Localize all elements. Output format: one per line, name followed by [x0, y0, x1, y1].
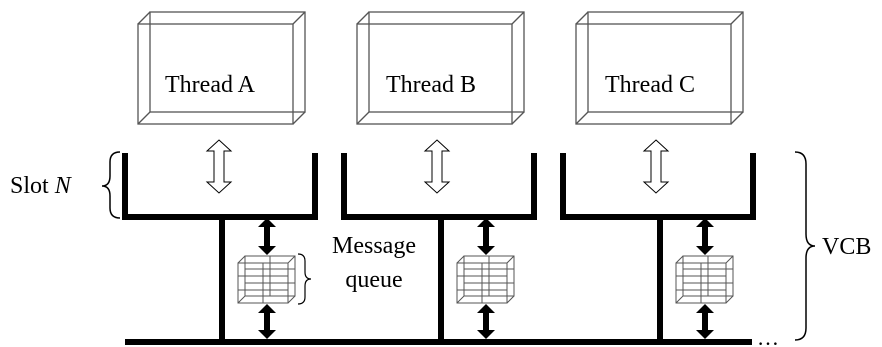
solid-arrow-a-lower — [258, 304, 276, 339]
message-queue-label-line1: Message — [332, 233, 416, 259]
thread-box-c: Thread C — [575, 11, 744, 125]
message-queue-b — [456, 255, 515, 304]
message-queue-c — [675, 255, 734, 304]
message-queue-a — [237, 255, 296, 304]
vcb-brace — [794, 151, 816, 341]
hollow-double-arrow-b — [423, 139, 451, 194]
thread-box-b: Thread B — [356, 11, 525, 125]
slot-label-var: N — [54, 173, 73, 199]
slot-label-prefix: Slot — [10, 173, 55, 199]
thread-a-label: Thread A — [165, 72, 256, 98]
solid-arrow-c-upper — [696, 218, 714, 255]
vcb-label: VCB — [822, 234, 871, 260]
thread-b-label: Thread B — [386, 72, 476, 98]
solid-arrow-c-lower — [696, 304, 714, 339]
solid-arrow-a-upper — [258, 218, 276, 255]
thread-c-label: Thread C — [605, 72, 695, 98]
ellipsis: … — [757, 325, 779, 347]
hollow-double-arrow-c — [642, 139, 670, 194]
message-queue-label-line2: queue — [345, 267, 402, 293]
slot-brace — [101, 151, 121, 219]
message-queue-brace — [297, 253, 312, 305]
thread-box-a: Thread A — [137, 11, 306, 125]
slot-label: Slot N — [10, 173, 73, 199]
solid-arrow-b-upper — [477, 218, 495, 255]
hollow-double-arrow-a — [205, 139, 233, 194]
solid-arrow-b-lower — [477, 304, 495, 339]
